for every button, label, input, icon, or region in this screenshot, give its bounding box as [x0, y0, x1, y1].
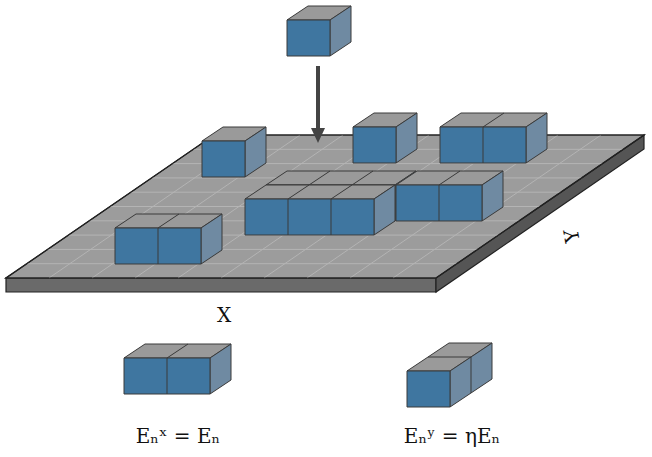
- cube-front: [245, 199, 374, 235]
- cube-edge: [167, 358, 168, 394]
- cube-edge: [158, 214, 179, 228]
- cube-block: [353, 113, 417, 163]
- axis-label: X: [217, 303, 231, 327]
- cube-side: [482, 171, 503, 221]
- cube-top: [245, 185, 395, 199]
- cube-edge: [331, 199, 332, 235]
- cube-side: [526, 113, 547, 163]
- cube-edge: [352, 171, 373, 185]
- cube-block: [440, 113, 547, 163]
- cube-edge: [288, 199, 289, 235]
- cube-front: [124, 358, 210, 394]
- cube-edge: [158, 228, 159, 264]
- cube-side: [201, 214, 222, 264]
- cube-edge: [483, 113, 504, 127]
- cube-edge: [439, 171, 460, 185]
- cube-block: [287, 6, 351, 56]
- drop-arrowhead: [311, 128, 325, 143]
- cube-top: [266, 171, 416, 185]
- cube-front: [202, 141, 245, 177]
- cube-side: [330, 6, 351, 56]
- cube-front: [407, 371, 450, 407]
- cube-front: [440, 127, 526, 163]
- cube-front: [353, 127, 396, 163]
- cube-side: [245, 127, 266, 177]
- energy-formula: Eₙˣ = Eₙ: [136, 424, 220, 448]
- cube-front: [115, 228, 201, 264]
- cube-block: [202, 127, 266, 177]
- board-outline: [6, 135, 644, 278]
- axis-label: Y: [559, 227, 585, 244]
- cube-edge: [331, 185, 352, 199]
- cube-edge: [288, 185, 309, 199]
- cube-side: [396, 113, 417, 163]
- cube-front: [287, 20, 330, 56]
- cube-edge: [428, 357, 471, 358]
- cube-edge: [309, 171, 330, 185]
- cube-edge: [471, 357, 472, 393]
- cube-edge: [483, 127, 484, 163]
- cube-side: [450, 343, 492, 407]
- cube-front: [396, 185, 482, 221]
- board-front: [6, 278, 436, 292]
- cube-edge: [439, 185, 440, 221]
- board: [6, 135, 644, 292]
- cube-block: [115, 214, 222, 264]
- drop-arrow: [316, 66, 320, 130]
- cube-side: [374, 185, 395, 235]
- cube-block: [124, 344, 231, 394]
- cube-edge: [167, 344, 188, 358]
- energy-formula: Eₙʸ = ηEₙ: [404, 424, 500, 448]
- cube-block: [245, 185, 395, 235]
- board-top: [6, 135, 644, 278]
- cube-block: [396, 171, 503, 221]
- cube-block: [407, 343, 492, 407]
- cube-side: [210, 344, 231, 394]
